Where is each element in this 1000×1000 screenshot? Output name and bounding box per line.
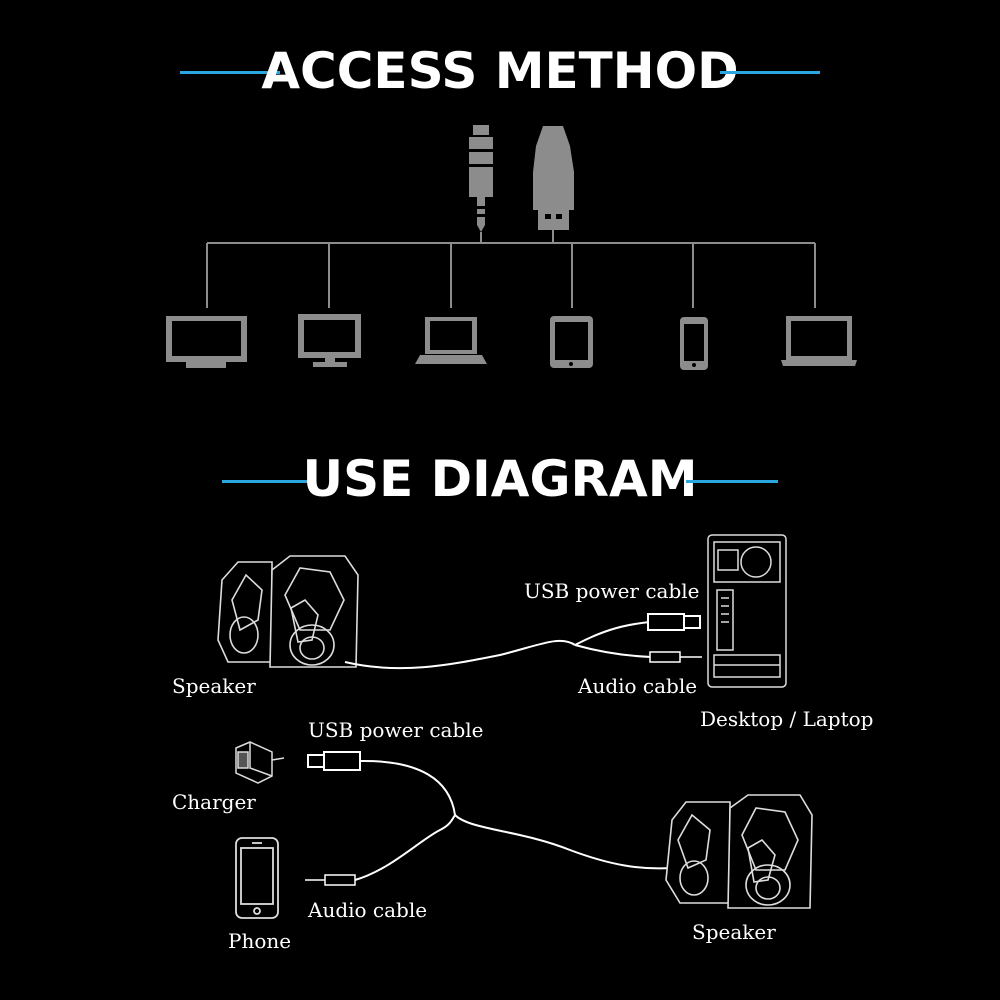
monitor-icon [298,314,361,367]
speaker-icon [665,794,813,909]
speaker-label-top: Speaker [172,674,256,698]
notebook-icon [781,316,857,366]
speaker-label-bottom: Speaker [692,920,776,944]
phone-icon [235,837,279,919]
heading-rule-left [180,71,280,74]
audio-cable-label-bottom: Audio cable [308,898,428,922]
phone-icon [680,317,708,370]
connection-tree [206,230,816,308]
usb-plug-icon [647,613,701,631]
usb-plug-icon [533,126,574,230]
heading-rule-right [720,71,820,74]
phone-label: Phone [228,929,292,953]
speaker-icon [217,555,359,668]
bottom-cables [354,759,673,881]
top-cables [344,621,653,670]
heading-rule-right [686,480,778,483]
usb-plug-icon [307,751,361,771]
charger-icon [235,741,285,784]
access-method-heading: ACCESS METHOD [261,42,739,100]
audio-cable-label-top: Audio cable [578,674,698,698]
laptop-icon [415,317,487,364]
tablet-icon [550,316,593,368]
usb-power-cable-label-bottom: USB power cable [308,718,484,742]
desktop-laptop-label: Desktop / Laptop [700,707,874,731]
audio-jack-icon [305,874,356,886]
tv-icon [166,316,247,368]
audio-jack-icon [649,651,702,663]
desktop-tower-icon [707,534,787,688]
use-diagram-heading: USE DIAGRAM [302,450,698,508]
charger-label: Charger [172,790,256,814]
audio-jack-icon [469,125,493,232]
heading-rule-left [222,480,314,483]
usb-power-cable-label-top: USB power cable [524,579,700,603]
